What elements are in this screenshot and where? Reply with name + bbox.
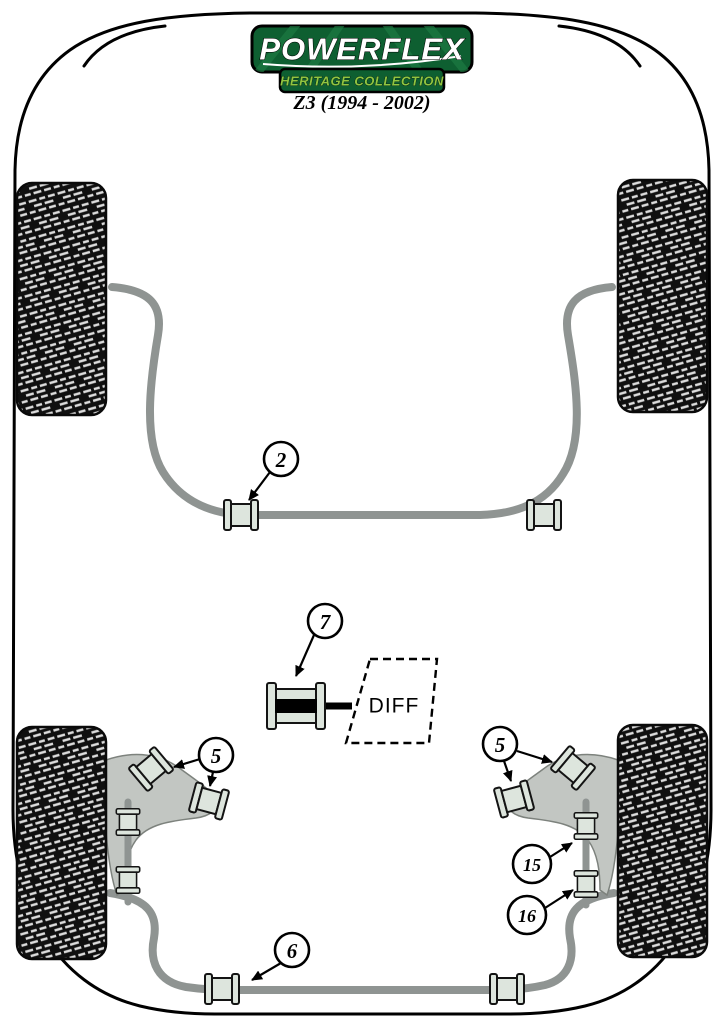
vehicle-title: Z3 (1994 - 2002) — [292, 92, 430, 114]
bush-trailing-right-upper — [573, 811, 599, 841]
callout-front-arb: 2 — [248, 440, 300, 501]
callout-trailing-lower-arrow — [544, 889, 574, 909]
callout-rear-arb-number: 6 — [287, 939, 298, 963]
brand-name: POWERFLEX — [259, 32, 466, 67]
diff-outline — [344, 657, 439, 745]
bush-front-arb-left — [223, 499, 259, 531]
bush-rear-arb-right — [489, 973, 525, 1005]
callout-rear-arm-right-arrow-1 — [516, 749, 553, 764]
callout-front-arb-arrow — [248, 471, 271, 501]
callout-diff-mount-number: 7 — [320, 610, 332, 634]
callout-rear-arm-right-circle — [481, 725, 519, 763]
callout-rear-arb-arrow — [251, 962, 282, 981]
bush-trailing-left-lower — [115, 865, 141, 895]
collection-banner — [278, 67, 446, 94]
callout-rear-arm-left-arrow-1 — [173, 757, 201, 769]
callout-trailing-lower: 16 — [506, 889, 574, 936]
front-antiroll-bar — [108, 283, 616, 519]
callout-rear-arm-right-arrow-2 — [502, 760, 513, 782]
collection-name: HERITAGE COLLECTION — [280, 74, 444, 89]
callout-rear-arm-left-arrow-2 — [207, 771, 217, 787]
callout-rear-arm-left-circle — [197, 736, 235, 774]
rear-antiroll-bar — [106, 889, 618, 994]
callout-rear-arb: 6 — [251, 931, 311, 981]
callout-front-arb-number: 2 — [275, 448, 287, 472]
bush-trailing-right-lower — [573, 869, 599, 899]
diff-label: DIFF — [369, 695, 420, 718]
body-crease-left — [82, 24, 167, 68]
callout-rear-arb-circle — [273, 931, 311, 969]
callout-trailing-upper-arrow — [549, 842, 573, 858]
callout-trailing-upper-number: 15 — [523, 855, 541, 875]
tire-rear-left — [15, 725, 108, 961]
callout-rear-arm-left-number: 5 — [211, 744, 222, 768]
tire-front-right — [616, 178, 709, 414]
diff-mount-bush — [266, 682, 326, 730]
rear-arm-left — [104, 753, 218, 897]
callout-rear-arm-left: 5 — [173, 736, 235, 787]
callout-rear-arm-right-number: 5 — [495, 733, 506, 757]
bush-front-arb-right — [526, 499, 562, 531]
powerflex-logo: POWERFLEX HERITAGE COLLECTION Z3 (1994 -… — [250, 24, 474, 114]
callout-rear-arm-right: 5 — [481, 725, 553, 782]
callout-front-arb-circle — [262, 440, 300, 478]
tire-rear-right — [616, 723, 709, 959]
callout-diff-mount: 7 — [294, 602, 344, 677]
callout-trailing-lower-circle — [506, 894, 548, 936]
callout-diff-mount-arrow — [294, 634, 316, 677]
callout-diff-mount-circle — [306, 602, 344, 640]
body-crease-right — [557, 24, 642, 68]
callout-trailing-upper-circle — [511, 843, 553, 885]
callout-trailing-upper: 15 — [511, 842, 573, 885]
bush-rear-arb-left — [204, 973, 240, 1005]
logo-banner-stripes — [252, 26, 472, 72]
bush-trailing-left-upper — [115, 807, 141, 837]
callout-trailing-lower-number: 16 — [518, 906, 536, 926]
tire-front-left — [15, 181, 108, 417]
